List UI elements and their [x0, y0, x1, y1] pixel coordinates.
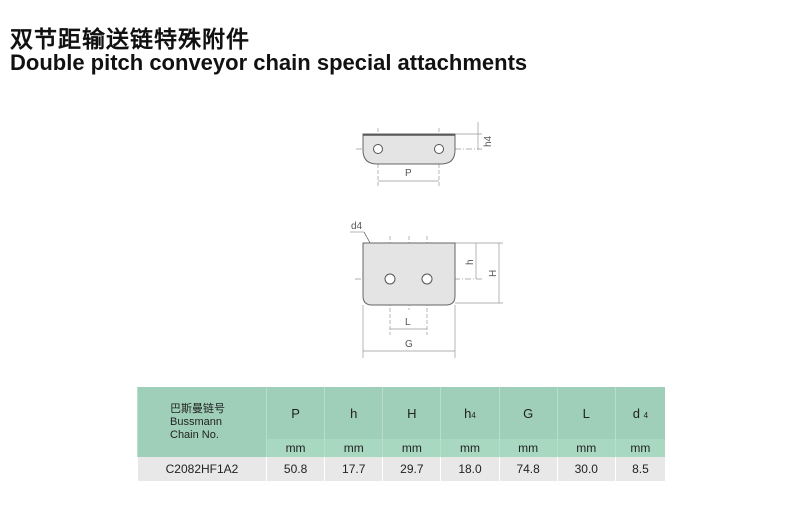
unit-H: mm	[382, 439, 441, 457]
unit-p: mm	[265, 439, 325, 457]
dim-l: L	[405, 317, 411, 328]
dim-H: H	[488, 270, 499, 277]
value-h: 17.7	[324, 457, 383, 481]
dim-g: G	[405, 339, 413, 350]
unit-g: mm	[498, 439, 558, 457]
title-chinese: 双节距输送链特殊附件	[10, 27, 250, 53]
dim-p: P	[405, 168, 412, 179]
dim-h: h	[465, 259, 476, 265]
dim-d4: d4	[351, 221, 363, 232]
col-g: G	[498, 387, 558, 439]
value-H: 29.7	[382, 457, 441, 481]
value-h4: 18.0	[440, 457, 500, 481]
value-d4: 8.5	[614, 457, 665, 481]
col-H: H	[382, 387, 441, 439]
unit-l: mm	[556, 439, 616, 457]
dim-h4: h4	[483, 135, 494, 147]
unit-h4: mm	[440, 439, 500, 457]
col-d4: d 4	[614, 387, 665, 439]
top-view-plate	[362, 133, 456, 165]
unit-d4: mm	[614, 439, 665, 457]
col-l: L	[556, 387, 616, 439]
table-row: C2082HF1A2 50.8 17.7 29.7 18.0 74.8 30.0…	[137, 457, 665, 481]
unit-h: mm	[324, 439, 383, 457]
value-p: 50.8	[265, 457, 325, 481]
value-l: 30.0	[556, 457, 616, 481]
front-view-plate	[362, 242, 456, 306]
chain-no: C2082HF1A2	[137, 457, 267, 481]
title-english: Double pitch conveyor chain special atta…	[10, 50, 528, 75]
value-g: 74.8	[498, 457, 558, 481]
col-p: P	[265, 387, 325, 439]
col-h4: h4	[440, 387, 500, 439]
col-h: h	[324, 387, 383, 439]
